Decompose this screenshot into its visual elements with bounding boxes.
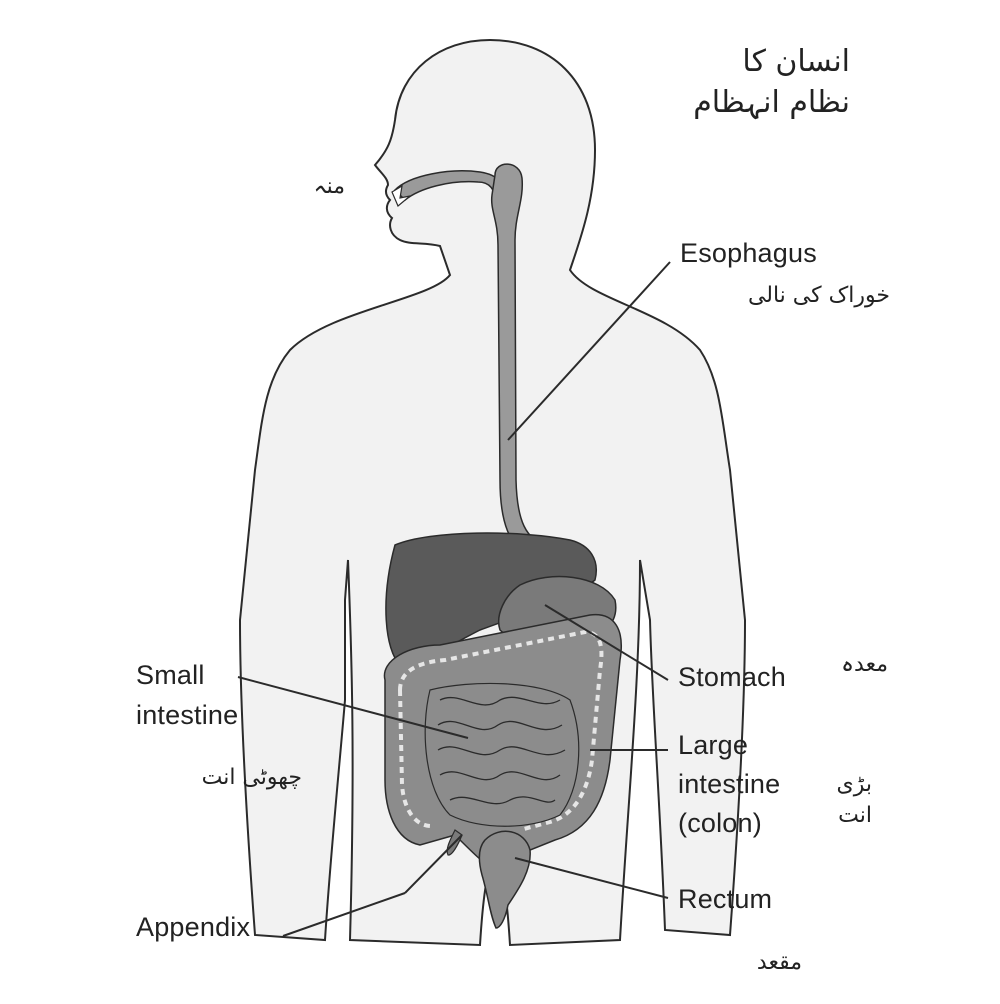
stomach-leader-line: [544, 604, 669, 681]
esophagus-leader-line: [507, 261, 671, 441]
rectum-label: Rectum: [678, 884, 773, 914]
diagram-title: انسان کا نظام انہظام: [693, 42, 850, 123]
small-intestine-label-line-2: intestine: [136, 700, 239, 731]
teeth: [391, 184, 411, 207]
mouth-label-urdu: منہ: [313, 174, 345, 199]
title-line-1: انسان کا: [742, 44, 850, 79]
rectum-leader-line: [514, 857, 669, 899]
small-intestine-shape: [424, 682, 580, 827]
large-intestine-label-urdu: بڑی انت: [837, 772, 872, 829]
rectum-shape: [478, 830, 531, 929]
large-intestine-label-line-1: Large: [678, 730, 749, 760]
appendix-label: Appendix: [136, 912, 251, 942]
colon-inner-band: [398, 629, 604, 832]
esophagus-label: Esophagus: [680, 238, 817, 268]
large-intestine-label-line-2: intestine: [678, 769, 781, 800]
small-intestine-leader-line: [237, 676, 469, 739]
stomach-label-urdu: معدہ: [841, 652, 888, 677]
esophagus-label-urdu: خوراک کی نالی: [747, 283, 890, 308]
stomach-label: Stomach: [678, 662, 786, 692]
large-intestine-label-urdu-line-2: انت: [838, 803, 872, 829]
appendix-leader-line: [282, 892, 406, 937]
body-silhouette: [238, 38, 747, 947]
large-intestine-label-urdu-line-1: بڑی: [836, 772, 872, 797]
rectum-label-urdu: مقعد: [756, 950, 802, 975]
small-intestine-label-line-1: Small: [136, 660, 205, 690]
large-intestine-label-line-3: (colon): [678, 808, 762, 839]
appendix-leader-line-2: [404, 834, 463, 894]
large-intestine-label: Large intestine (colon): [678, 730, 780, 839]
small-intestine-label-urdu: چھوٹی انت: [201, 765, 302, 790]
title-line-2: نظام انہظام: [693, 84, 850, 120]
small-intestine-label: Small intestine: [136, 660, 238, 731]
small-intestine-coils: [437, 696, 566, 805]
